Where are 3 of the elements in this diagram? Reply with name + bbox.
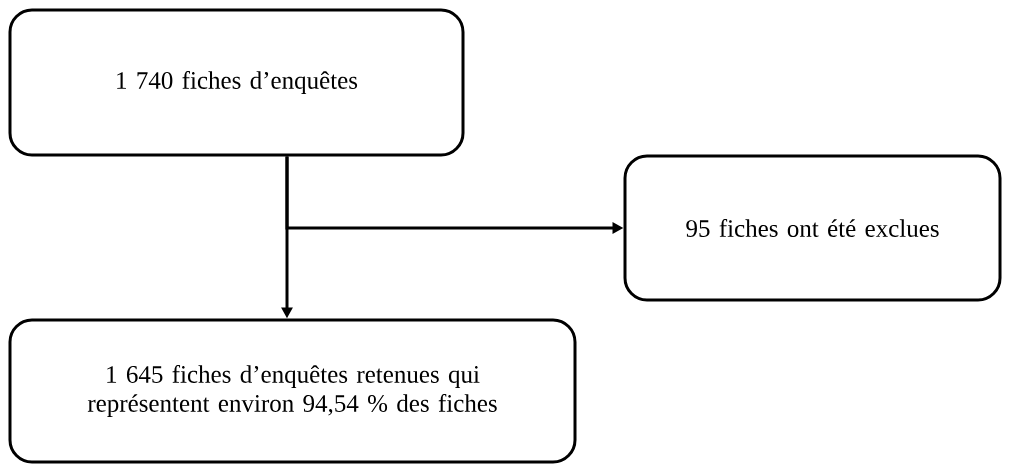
- process-box: 95 fiches ont été exclues: [623, 154, 1002, 302]
- process-box: 1 740 fiches d’enquêtes: [8, 8, 465, 157]
- process-box: 1 645 fiches d’enquêtes retenues qui représentent environ 94,54 % des fiches: [8, 318, 577, 464]
